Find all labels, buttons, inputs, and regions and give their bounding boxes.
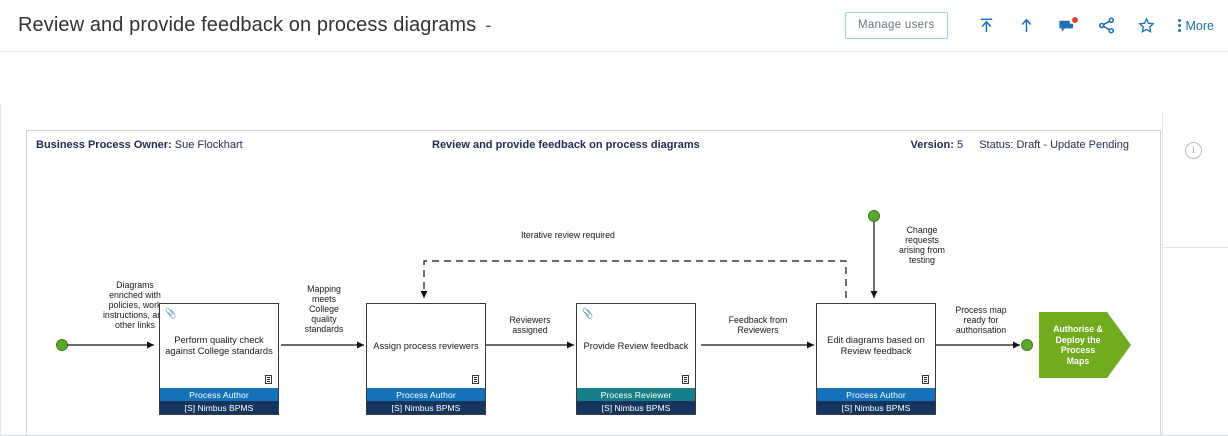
flow-label-change-requests: Change requests arising from testing xyxy=(899,225,945,265)
activity-assign-process-reviewers[interactable]: Assign process reviewers Process Author … xyxy=(366,303,486,415)
comment-badge-dot xyxy=(1071,16,1078,23)
diagram-title: Review and provide feedback on process d… xyxy=(432,139,700,151)
activity-label: Assign process reviewers xyxy=(373,340,479,351)
publish-to-top-icon[interactable] xyxy=(970,9,1004,43)
activity-system: [S] Nimbus BPMS xyxy=(817,401,935,414)
star-icon[interactable] xyxy=(1130,9,1164,43)
canvas-left-edge xyxy=(0,104,1,436)
document-icon xyxy=(922,375,929,384)
comment-icon[interactable] xyxy=(1050,9,1084,43)
activity-body: 📎 Perform quality check against College … xyxy=(160,304,278,388)
activity-body: Assign process reviewers xyxy=(367,304,485,388)
page-title: Review and provide feedback on process d… xyxy=(18,14,477,36)
activity-label: Edit diagrams based on Review feedback xyxy=(827,335,925,356)
activity-role: Process Author xyxy=(160,388,278,401)
kebab-menu-icon xyxy=(1177,19,1181,32)
share-icon[interactable] xyxy=(1090,9,1124,43)
version-label: Version: xyxy=(910,139,954,151)
version-status: Version: 5 Status: Draft - Update Pendin… xyxy=(910,139,1129,151)
activity-label: Provide Review feedback xyxy=(583,340,689,351)
toolbar-actions: Manage users xyxy=(845,9,1214,43)
activity-perform-quality-check[interactable]: 📎 Perform quality check against College … xyxy=(159,303,279,415)
flow-label-iterative-review-required: Iterative review required xyxy=(521,230,615,240)
activity-label: Perform quality check against College st… xyxy=(165,335,273,356)
right-info-rail: i xyxy=(1162,112,1228,436)
activity-role: Process Author xyxy=(817,388,935,401)
flow-label-mapping-meets-standards: Mapping meets College quality standards xyxy=(304,284,344,334)
activity-system: [S] Nimbus BPMS xyxy=(160,401,278,414)
flow-label-feedback-from-reviewers: Feedback from Reviewers xyxy=(728,315,788,335)
document-icon xyxy=(682,375,689,384)
activity-system: [S] Nimbus BPMS xyxy=(367,401,485,414)
attachment-icon: 📎 xyxy=(582,307,594,319)
diagram-content: Business Process Owner: Sue Flockhart Re… xyxy=(26,130,1161,436)
flow-label-reviewers-assigned: Reviewers assigned xyxy=(509,315,551,335)
top-toolbar: Review and provide feedback on process d… xyxy=(0,0,1228,52)
business-process-owner: Business Process Owner: Sue Flockhart xyxy=(36,139,243,151)
version-value: 5 xyxy=(956,139,964,151)
up-arrow-icon[interactable] xyxy=(1010,9,1044,43)
more-menu-button[interactable]: More xyxy=(1177,18,1214,33)
flow-label-process-map-ready: Process map ready for authorisation xyxy=(955,305,1007,335)
owner-value: Sue Flockhart xyxy=(174,139,243,151)
activity-provide-review-feedback[interactable]: 📎 Provide Review feedback Process Review… xyxy=(576,303,696,415)
activity-edit-diagrams[interactable]: Edit diagrams based on Review feedback P… xyxy=(816,303,936,415)
rail-divider xyxy=(1162,247,1228,248)
attachment-icon: 📎 xyxy=(165,307,177,319)
manage-users-button[interactable]: Manage users xyxy=(845,12,948,39)
activity-system: [S] Nimbus BPMS xyxy=(577,401,695,414)
status-text: Status: Draft - Update Pending xyxy=(979,139,1129,151)
activity-body: 📎 Provide Review feedback xyxy=(577,304,695,388)
diagram-canvas[interactable]: Business Process Owner: Sue Flockhart Re… xyxy=(0,52,1228,436)
document-icon xyxy=(472,375,479,384)
diagram-connectors xyxy=(56,210,1033,351)
activity-role: Process Author xyxy=(367,388,485,401)
page-title-suffix: - xyxy=(485,15,492,35)
end-node-label: Authorise & Deploy the Process Maps xyxy=(1053,324,1103,366)
activity-role: Process Reviewer xyxy=(577,388,695,401)
owner-label: Business Process Owner: xyxy=(36,139,172,151)
more-label: More xyxy=(1185,18,1214,33)
info-icon[interactable]: i xyxy=(1185,142,1202,159)
document-icon xyxy=(265,375,272,384)
activity-body: Edit diagrams based on Review feedback xyxy=(817,304,935,388)
